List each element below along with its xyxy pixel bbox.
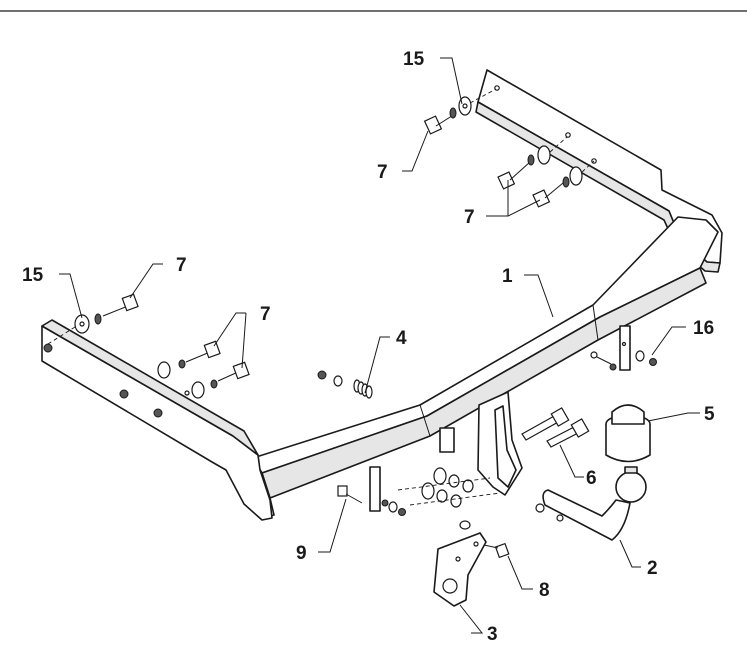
bolt-set-top <box>423 88 595 208</box>
callout-7-mid: 7 <box>464 207 475 228</box>
callout-5: 5 <box>704 404 715 425</box>
callout-8: 8 <box>539 580 550 601</box>
tow-ball-neck <box>535 466 647 541</box>
socket-plate <box>433 532 510 607</box>
callout-15-left: 15 <box>22 265 44 286</box>
callout-9: 9 <box>296 543 307 564</box>
centre-mount-bracket <box>369 325 631 512</box>
spring-coil <box>353 379 373 399</box>
callout-1: 1 <box>502 266 513 287</box>
bolt-set-left <box>47 293 250 399</box>
callout-7-left2: 7 <box>260 304 271 325</box>
callout-4: 4 <box>396 328 407 349</box>
spring-bolt-set <box>317 370 373 399</box>
tow-ball-cover <box>605 404 651 463</box>
callout-7-left: 7 <box>176 255 187 276</box>
callout-15-top: 15 <box>403 49 425 70</box>
centre-fastener-cluster <box>397 467 501 530</box>
callout-2: 2 <box>647 558 658 579</box>
bolt-set-6 <box>521 407 590 448</box>
callout-6: 6 <box>586 468 597 489</box>
callout-leaders <box>59 57 700 634</box>
bolt-set-9 <box>337 485 406 516</box>
bolt-set-16 <box>590 350 657 371</box>
callout-7-top: 7 <box>377 162 388 183</box>
callout-3: 3 <box>487 624 498 645</box>
left-side-bracket <box>41 319 273 521</box>
callout-16: 16 <box>693 318 714 339</box>
